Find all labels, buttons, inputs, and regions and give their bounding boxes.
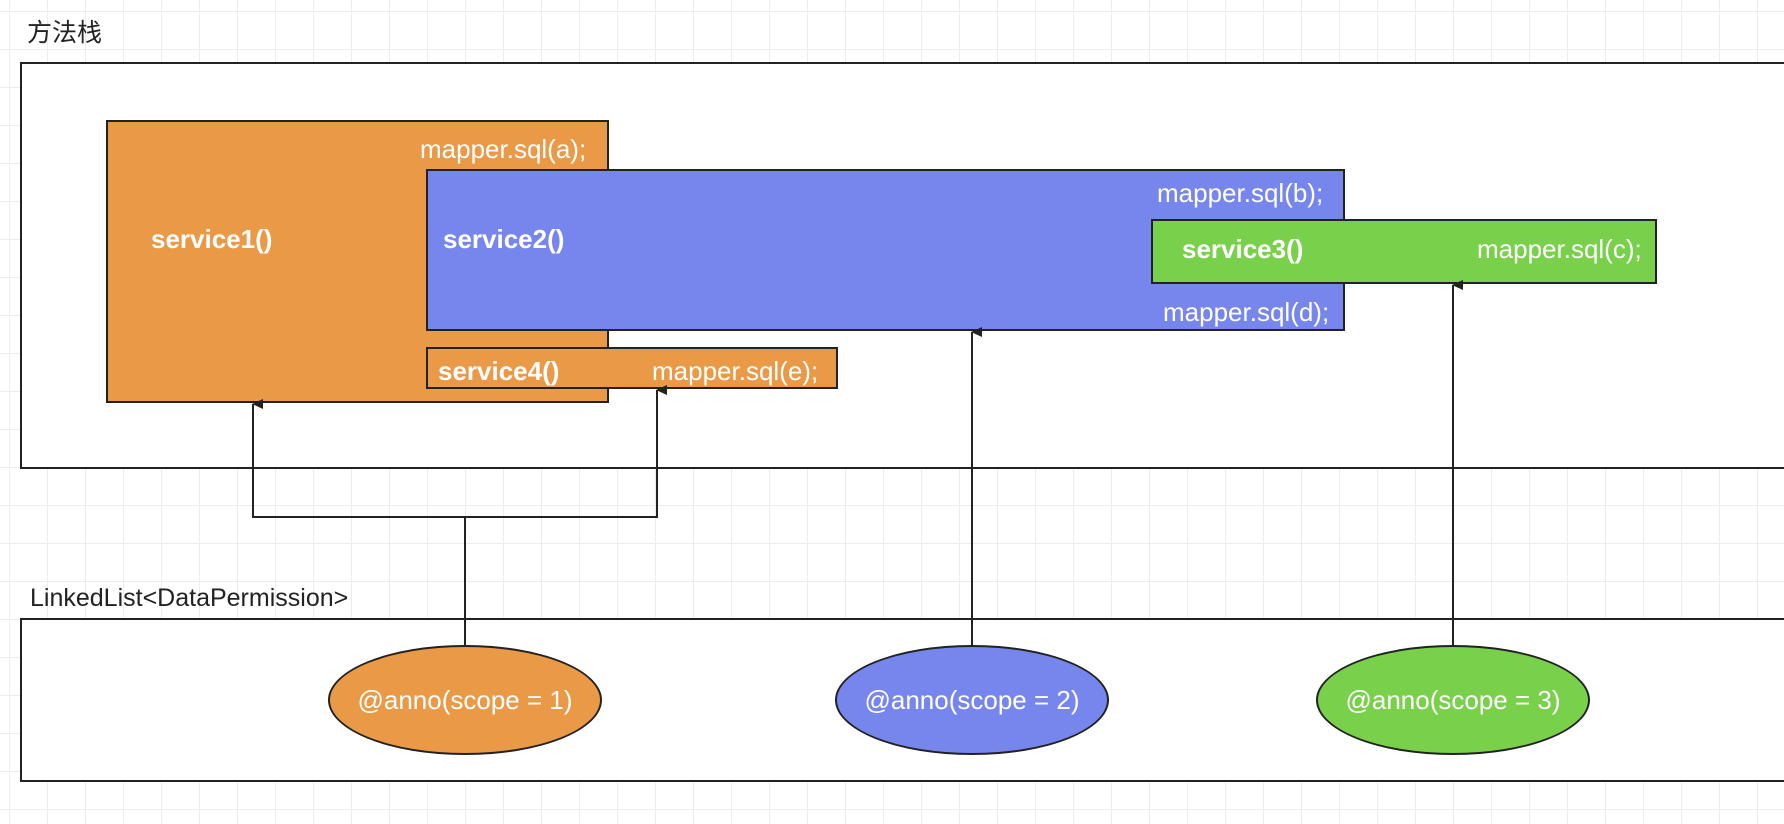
service1-name: service1(): [151, 224, 273, 254]
service3-sql: mapper.sql(c);: [1477, 234, 1642, 264]
service4-name: service4(): [438, 356, 560, 386]
scope3-ellipse[interactable]: @anno(scope = 3): [1316, 645, 1590, 755]
service4-sql: mapper.sql(e);: [652, 356, 819, 386]
method-stack-label: 方法栈: [27, 19, 103, 47]
service3-box[interactable]: [1151, 219, 1657, 284]
service1-sql: mapper.sql(a);: [420, 134, 587, 164]
scope3-label: @anno(scope = 3): [1345, 684, 1561, 715]
service2-sql-top: mapper.sql(b);: [1157, 178, 1324, 208]
scope1-ellipse[interactable]: @anno(scope = 1): [328, 645, 602, 755]
scope2-ellipse[interactable]: @anno(scope = 2): [835, 645, 1109, 755]
service2-sql-bottom: mapper.sql(d);: [1163, 297, 1330, 327]
service3-name: service3(): [1182, 234, 1304, 264]
service2-name: service2(): [443, 224, 565, 254]
linked-list-label: LinkedList<DataPermission>: [30, 584, 349, 612]
service4-box[interactable]: [426, 347, 838, 389]
scope1-label: @anno(scope = 1): [357, 684, 573, 715]
scope2-label: @anno(scope = 2): [864, 684, 1080, 715]
